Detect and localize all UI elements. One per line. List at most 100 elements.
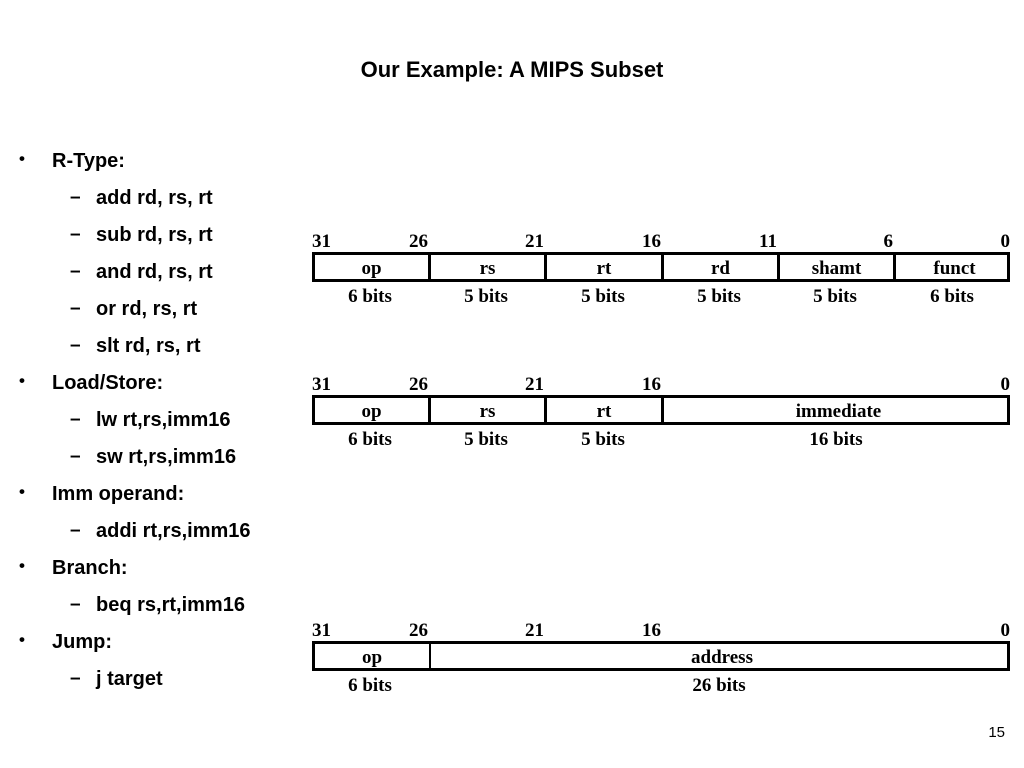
bit-position-label: 31 — [312, 620, 331, 641]
field-width-label: 6 bits — [930, 286, 974, 307]
outline-label: j target — [96, 668, 163, 690]
outline-sub-bullet: –sub rd, rs, rt — [0, 224, 330, 261]
outline-label: add rd, rs, rt — [96, 187, 213, 209]
outline-label: or rd, rs, rt — [96, 298, 198, 320]
bit-position-label: 16 — [642, 620, 661, 641]
outline-label: slt rd, rs, rt — [96, 335, 201, 357]
bit-position-label: 21 — [525, 231, 544, 252]
field-label: shamt — [811, 258, 862, 279]
bit-position-label: 26 — [409, 231, 428, 252]
outline-bullet: • Load/Store: — [0, 371, 330, 409]
dash-marker-icon: – — [70, 187, 81, 208]
dash-marker-icon: – — [70, 298, 81, 319]
field-label: op — [361, 401, 382, 422]
bit-position-label: 26 — [409, 620, 428, 641]
dash-marker-icon: – — [70, 668, 81, 689]
field-label: op — [361, 647, 383, 668]
dash-marker-icon: – — [70, 409, 81, 430]
field-cell: shamt — [780, 255, 896, 279]
outline-label: Branch: — [52, 557, 128, 579]
itype-field-boxes: op rs rt immediate — [312, 395, 1010, 425]
outline-label: sub rd, rs, rt — [96, 224, 213, 246]
outline-bullet: • Jump: — [0, 630, 330, 668]
field-cell: address — [431, 644, 1013, 668]
field-width-label: 6 bits — [348, 675, 392, 696]
field-cell: rs — [431, 398, 547, 422]
page-number: 15 — [988, 724, 1005, 741]
dash-marker-icon: – — [70, 261, 81, 282]
page-title: Our Example: A MIPS Subset — [360, 57, 664, 82]
field-cell: op — [315, 398, 431, 422]
bullet-marker-icon: • — [19, 556, 25, 575]
field-width-label: 5 bits — [581, 286, 625, 307]
bit-position-label: 6 — [883, 231, 894, 252]
outline-bullet: • R-Type: — [0, 149, 330, 187]
outline-sub-bullet: –and rd, rs, rt — [0, 261, 330, 298]
instruction-outline: •R-Type:–add rd, rs, rt–sub rd, rs, rt–a… — [0, 149, 330, 705]
field-cell: rs — [431, 255, 547, 279]
outline-label: beq rs,rt,imm16 — [96, 594, 245, 616]
dash-marker-icon: – — [70, 446, 81, 467]
outline-sub-bullet: –j target — [0, 668, 330, 705]
field-cell: rd — [664, 255, 780, 279]
field-label: rs — [479, 258, 496, 279]
field-label: immediate — [795, 401, 882, 422]
outline-sub-bullet: –or rd, rs, rt — [0, 298, 330, 335]
outline-label: sw rt,rs,imm16 — [96, 446, 237, 468]
itype-bit-widths: 6 bits 5 bits 5 bits 16 bits — [312, 425, 1010, 455]
outline-sub-bullet: –slt rd, rs, rt — [0, 335, 330, 372]
bit-position-label: 16 — [642, 231, 661, 252]
dash-marker-icon: – — [70, 224, 81, 245]
outline-sub-bullet: –add rd, rs, rt — [0, 187, 330, 224]
field-width-label: 6 bits — [348, 286, 392, 307]
field-label: op — [361, 258, 382, 279]
jtype-bit-widths: 6 bits 26 bits — [312, 671, 1010, 701]
field-width-label: 26 bits — [692, 675, 746, 696]
dash-marker-icon: – — [70, 335, 81, 356]
field-cell: rt — [547, 398, 664, 422]
outline-bullet: •Imm operand: — [0, 482, 330, 520]
dash-marker-icon: – — [70, 594, 81, 615]
bit-position-label: 31 — [312, 374, 331, 395]
bit-position-label: 31 — [312, 231, 331, 252]
field-label: funct — [933, 258, 976, 279]
bullet-marker-icon: • — [19, 630, 25, 649]
field-width-label: 5 bits — [464, 429, 508, 450]
outline-label: addi rt,rs,imm16 — [96, 520, 251, 542]
bullet-marker-icon: • — [19, 149, 25, 168]
bit-position-label: 0 — [1000, 231, 1011, 252]
outline-label: Load/Store: — [52, 372, 164, 394]
rtype-field-boxes: op rs rt rd shamt funct — [312, 252, 1010, 282]
field-cell: op — [315, 255, 431, 279]
outline-label: R-Type: — [52, 150, 125, 172]
field-cell: funct — [896, 255, 1013, 279]
rtype-format-diagram: 31 26 21 16 11 6 0 op rs rt rd shamt funct 6 bits 5 … — [312, 228, 1010, 312]
field-width-label: 6 bits — [348, 429, 392, 450]
rtype-bit-labels: 31 26 21 16 11 6 0 — [312, 228, 1010, 252]
field-label: rd — [711, 258, 730, 279]
field-width-label: 5 bits — [464, 286, 508, 307]
field-label: rt — [596, 401, 612, 422]
bit-position-label: 21 — [525, 374, 544, 395]
field-cell: immediate — [664, 398, 1013, 422]
outline-label: Imm operand: — [52, 483, 185, 505]
bit-position-label: 11 — [759, 231, 777, 252]
field-width-label: 16 bits — [809, 429, 863, 450]
bit-position-label: 0 — [1000, 374, 1011, 395]
jtype-field-boxes: op address — [312, 641, 1010, 671]
field-cell: rt — [547, 255, 664, 279]
field-label: rt — [596, 258, 612, 279]
outline-sub-bullet: –sw rt,rs,imm16 — [0, 446, 330, 483]
field-label: rs — [479, 401, 496, 422]
bullet-marker-icon: • — [19, 371, 25, 390]
outline-sub-bullet: –beq rs,rt,imm16 — [0, 594, 330, 631]
field-label: address — [691, 647, 753, 668]
bit-position-label: 21 — [525, 620, 544, 641]
field-width-label: 5 bits — [581, 429, 625, 450]
outline-label: Jump: — [52, 631, 112, 653]
outline-sub-bullet: –lw rt,rs,imm16 — [0, 409, 330, 446]
